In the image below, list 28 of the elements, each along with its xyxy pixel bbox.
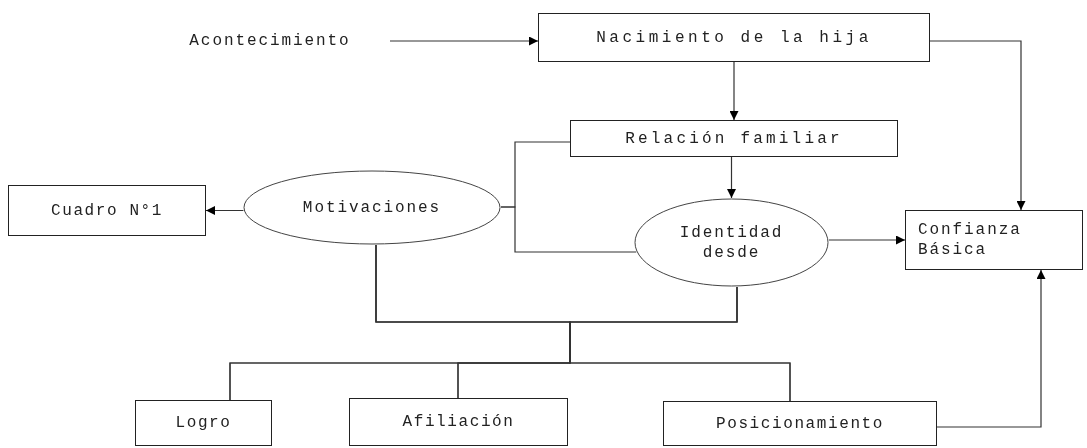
process-box: [135, 400, 272, 446]
process-box: [905, 210, 1083, 270]
ellipse-node: [634, 198, 829, 287]
node-label: Relación familiar: [625, 128, 843, 149]
node-label: Confianza Básica: [917, 220, 1023, 260]
node-label: Afiliación: [402, 412, 515, 432]
arrow: [205, 206, 244, 215]
process-box: [663, 401, 937, 446]
ellipse-node: [243, 170, 501, 245]
node-label: Acontecimiento: [189, 31, 351, 51]
arrow: [389, 36, 539, 46]
arrow: [929, 40, 1026, 211]
node-label: Cuadro N°1: [51, 200, 163, 221]
node-label: Motivaciones: [301, 197, 443, 218]
process-box: [349, 398, 568, 446]
node-label: Identidad desde: [678, 222, 785, 263]
arrow: [828, 235, 906, 245]
arrow: [936, 269, 1046, 428]
arrow: [729, 61, 739, 121]
node-label: Posicionamiento: [716, 413, 884, 434]
node-label: Logro: [175, 413, 232, 433]
process-box: [570, 120, 898, 157]
arrow: [727, 156, 736, 199]
process-box: [538, 13, 930, 62]
process-box: [8, 185, 206, 236]
node-label: Nacimiento de la hija: [596, 27, 872, 48]
connector-line: [569, 286, 791, 402]
connector-line: [500, 206, 637, 253]
